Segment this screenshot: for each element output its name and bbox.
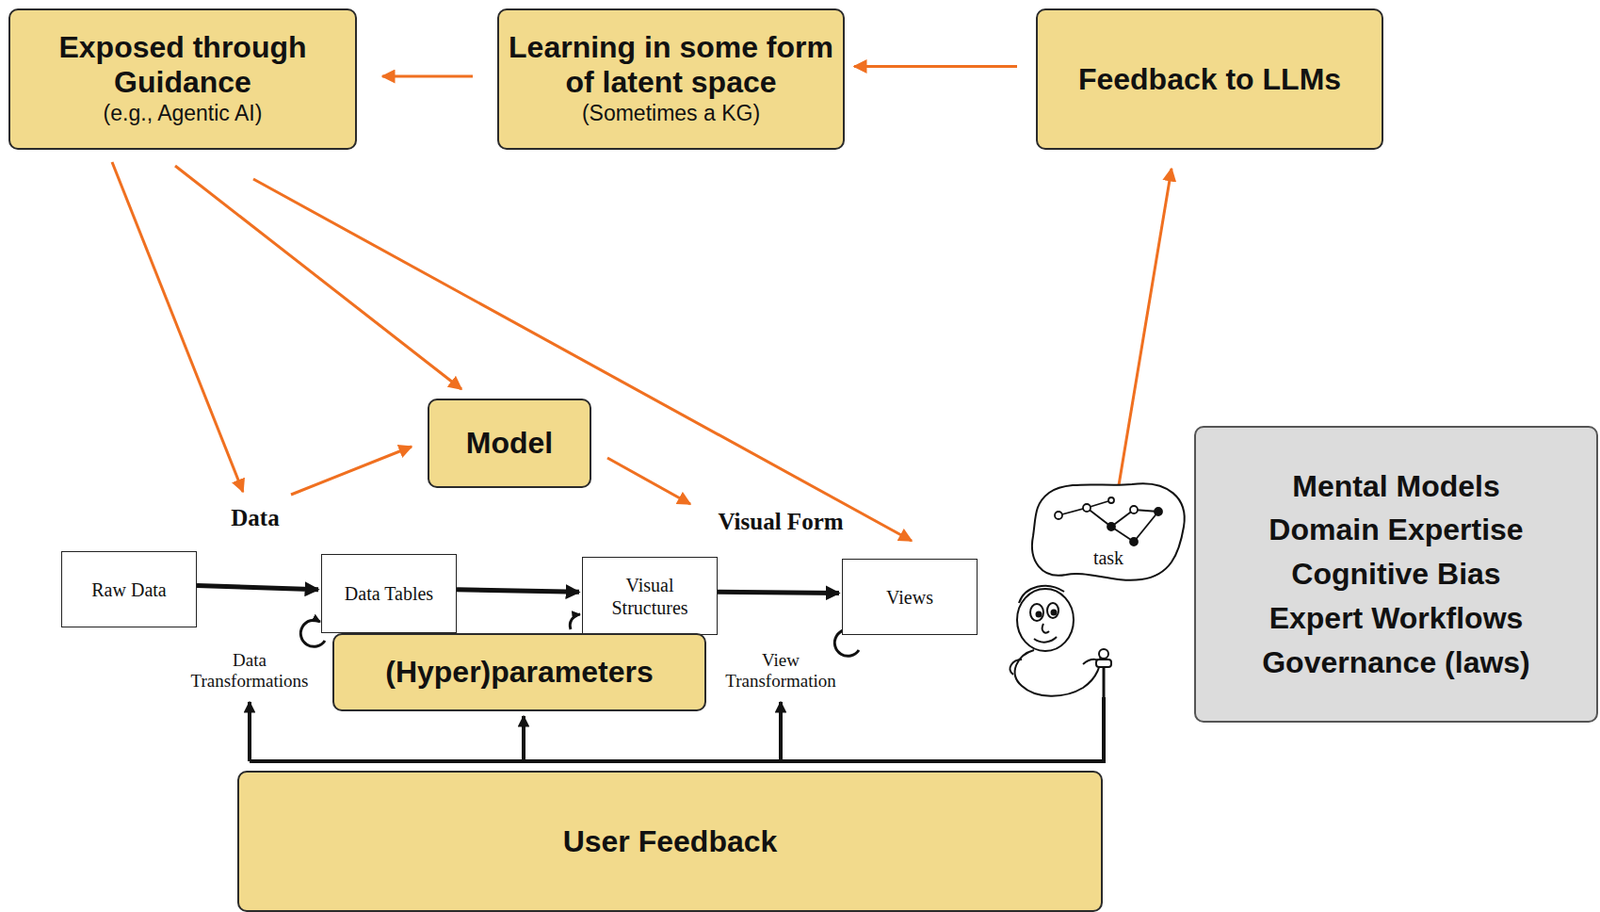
user-feedback-box: User Feedback: [237, 770, 1103, 912]
pipeline-box: Views: [841, 558, 978, 635]
parameters-box: (Hyper)parameters: [332, 632, 707, 712]
pipeline-arrow: [196, 584, 319, 589]
model-box: Model: [427, 398, 592, 488]
node-label: Model: [466, 425, 553, 461]
node-label: Raw Data: [91, 578, 166, 601]
pipeline-arrow: [456, 589, 580, 593]
node-sublabel: (e.g., Agentic AI): [103, 99, 263, 129]
node-sublabel: (Sometimes a KG): [581, 99, 760, 129]
pipeline-box: Visual Structures: [581, 556, 718, 635]
node-label: Mental Models: [1292, 464, 1500, 509]
node-label: Visual Structures: [597, 573, 702, 619]
node-label: task: [1093, 547, 1124, 569]
guidance-box: Exposed through Guidance(e.g., Agentic A…: [8, 8, 357, 150]
node-label: (Hyper)parameters: [385, 654, 654, 690]
human-factors-box: Mental ModelsDomain ExpertiseCognitive B…: [1194, 425, 1599, 723]
pipeline-arrow: [717, 591, 840, 593]
node-sublabel: Expert Workflows: [1269, 596, 1524, 641]
feedback-up-arrow: [247, 701, 252, 761]
flow-arrow: [175, 165, 462, 389]
node-sublabel: Governance (laws): [1261, 640, 1531, 685]
node-label: Views: [886, 585, 934, 609]
flow-arrow: [382, 75, 473, 79]
guidance-to-data-arrow: [112, 161, 243, 492]
node-label: Learning in some form of latent space: [508, 30, 834, 100]
flow-arrow: [1116, 168, 1172, 497]
flow-arrow: [253, 178, 912, 541]
data-to-model-arrow: [290, 446, 412, 495]
feedback-up-arrow: [778, 701, 783, 761]
pipeline-box: Raw Data: [61, 550, 197, 628]
node-label: Exposed through Guidance: [27, 30, 339, 100]
node-label: Feedback to LLMs: [1078, 62, 1342, 97]
feedback-up-arrow: [521, 715, 526, 761]
flow-arrow: [854, 64, 1018, 68]
visual-form-label: Visual Form: [691, 508, 871, 536]
node-label: Data Tables: [344, 581, 434, 605]
llm-feedback-box: Feedback to LLMs: [1035, 8, 1384, 150]
node-label: User Feedback: [563, 824, 778, 859]
pipeline-box: Data Tables: [321, 553, 457, 633]
transformation-label: Data Transformations: [183, 649, 316, 692]
node-sublabel: Cognitive Bias: [1291, 551, 1501, 597]
transformation-label: View Transformation: [719, 649, 842, 692]
model-to-visual-form-arrow: [607, 457, 691, 504]
data-label: Data: [212, 504, 298, 533]
loop-arrow: [569, 614, 581, 630]
blob-outline: [1028, 479, 1189, 584]
user-figure: [1010, 585, 1112, 699]
latent-space-box: Learning in some form of latent space(So…: [497, 8, 845, 150]
node-sublabel: Domain Expertise: [1268, 507, 1523, 552]
task-blob: task: [1028, 479, 1189, 584]
